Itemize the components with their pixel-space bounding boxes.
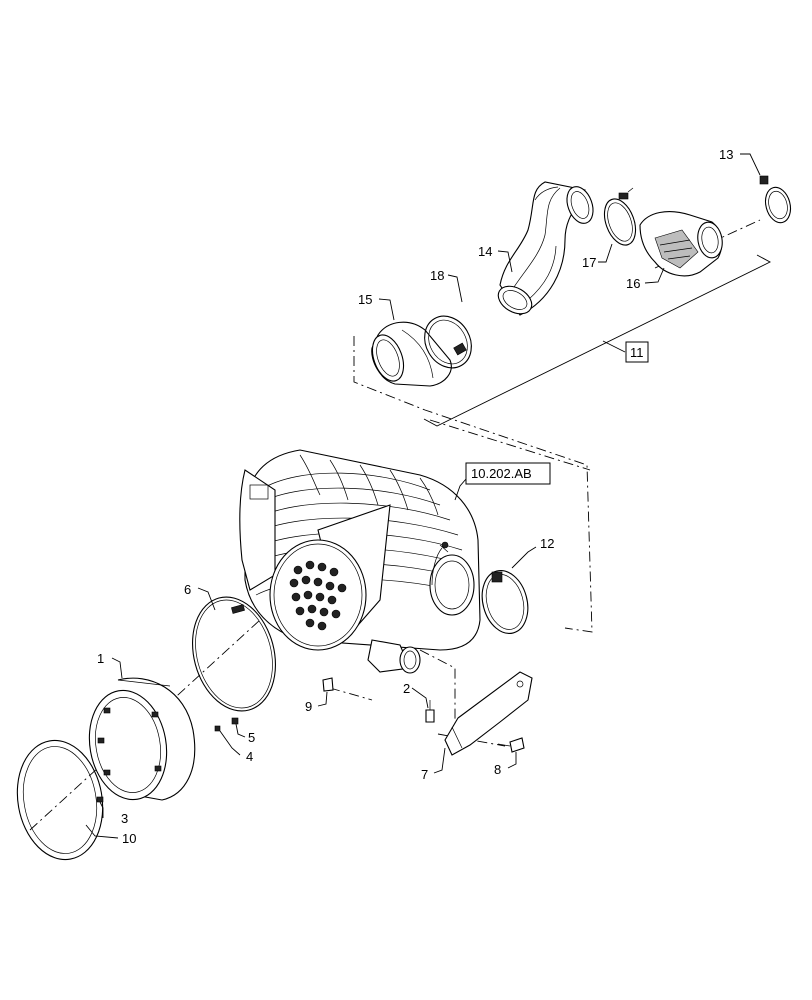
hardware-screw-3 <box>96 796 104 803</box>
callout-16: 16 <box>626 276 640 291</box>
callout-6: 6 <box>184 582 191 597</box>
callout-15: 15 <box>358 292 372 307</box>
callout-1: 1 <box>97 651 104 666</box>
hardware-nut-5 <box>231 717 239 725</box>
callout-5: 5 <box>248 730 255 745</box>
mounting-bracket-7 <box>444 671 533 756</box>
hardware-bolt-9 <box>322 677 334 692</box>
callout-13: 13 <box>719 147 733 162</box>
callout-12: 12 <box>540 536 554 551</box>
callout-7: 7 <box>421 767 428 782</box>
callout-10: 10 <box>122 831 136 846</box>
elbow-connector-16 <box>639 211 723 277</box>
reference-box[interactable]: 10.202.AB <box>465 462 551 485</box>
callout-9: 9 <box>305 699 312 714</box>
callout-11-box: 11 <box>625 341 649 363</box>
callout-14: 14 <box>478 244 492 259</box>
callout-4: 4 <box>246 749 253 764</box>
seal-ring-10 <box>16 739 104 861</box>
outlet-clamp-12 <box>481 570 529 634</box>
callout-17: 17 <box>582 255 596 270</box>
hose-clamp-17 <box>603 187 637 246</box>
leader-lines <box>85 153 761 839</box>
callout-18: 18 <box>430 268 444 283</box>
intake-hose-14 <box>497 181 594 316</box>
band-clamp-6 <box>191 596 277 712</box>
cover-1 <box>88 677 196 801</box>
air-cleaner-housing <box>239 449 481 674</box>
hardware-washer-4 <box>214 725 221 732</box>
hose-clamp-13 <box>759 175 792 224</box>
hardware-bolt-8 <box>497 737 525 753</box>
reference-label: 10.202.AB <box>471 466 532 481</box>
callout-3: 3 <box>121 811 128 826</box>
kit-bracket-line <box>423 254 771 427</box>
callout-8: 8 <box>494 762 501 777</box>
hose-clamp-18 <box>424 315 472 369</box>
elbow-hose-15 <box>371 321 452 387</box>
ejector-valves <box>289 560 347 631</box>
callout-11: 11 <box>630 345 644 360</box>
hardware-bolt-2 <box>425 700 435 723</box>
callout-2: 2 <box>403 681 410 696</box>
callout-labels: 1 2 3 4 5 6 7 8 9 10 11 12 13 14 15 16 1… <box>97 147 733 846</box>
